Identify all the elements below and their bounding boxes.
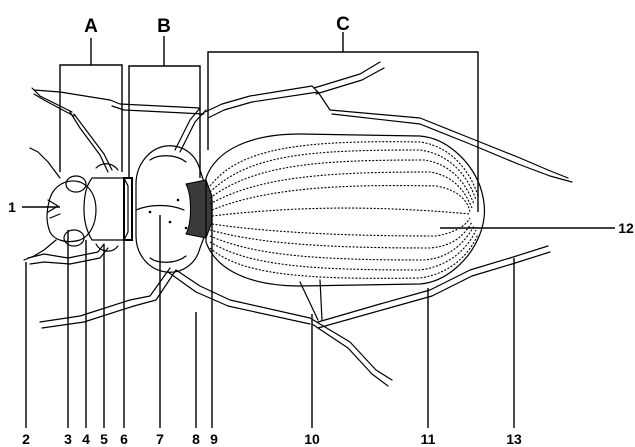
part-label-8: 8 xyxy=(192,431,200,447)
part-label-2: 2 xyxy=(22,431,30,447)
part-label-13: 13 xyxy=(506,431,522,447)
legs-upper xyxy=(32,62,572,182)
region-label-c: C xyxy=(336,14,350,35)
part-label-10: 10 xyxy=(304,431,320,447)
region-label-b: B xyxy=(157,16,171,37)
part-label-11: 11 xyxy=(421,431,436,447)
part-label-4: 4 xyxy=(82,431,90,447)
bracket-c xyxy=(208,32,478,212)
part-number-labels: 1 2 3 4 5 6 7 8 9 10 11 12 13 xyxy=(8,199,634,447)
bracket-a xyxy=(60,38,122,172)
annotation-lines xyxy=(22,32,615,428)
part-label-7: 7 xyxy=(156,431,164,447)
region-label-a: A xyxy=(84,16,98,37)
part-label-9: 9 xyxy=(210,431,218,447)
elytra xyxy=(206,134,485,286)
part-label-12: 12 xyxy=(618,220,634,236)
region-labels: A B C xyxy=(84,14,350,37)
part-label-6: 6 xyxy=(120,431,128,447)
part-label-1: 1 xyxy=(8,199,16,215)
part-label-3: 3 xyxy=(64,431,72,447)
beetle-illustration xyxy=(24,62,572,386)
part-label-5: 5 xyxy=(100,431,108,447)
